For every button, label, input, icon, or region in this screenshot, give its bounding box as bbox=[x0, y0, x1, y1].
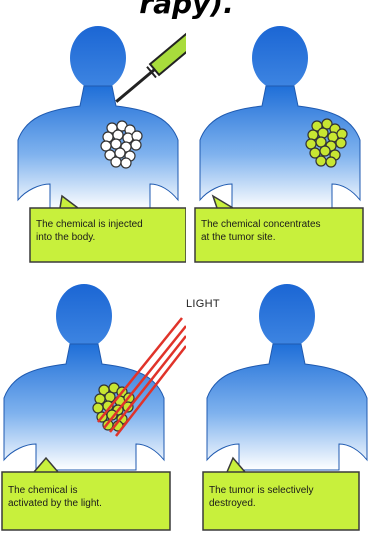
caption-text-4: The tumor is selectively destroyed. bbox=[209, 484, 354, 510]
panel-destroyed: The tumor is selectively destroyed. bbox=[187, 270, 373, 538]
panel-injection: The chemical is injected into the body. bbox=[0, 0, 186, 268]
caption-text-2: The chemical concentrates at the tumor s… bbox=[201, 218, 361, 244]
panel-activation: The chemical is activated by the light. bbox=[0, 270, 186, 538]
caption-text-1: The chemical is injected into the body. bbox=[36, 218, 181, 244]
panel-concentration: The chemical concentrates at the tumor s… bbox=[187, 0, 373, 268]
caption-text-3: The chemical is activated by the light. bbox=[8, 484, 166, 510]
